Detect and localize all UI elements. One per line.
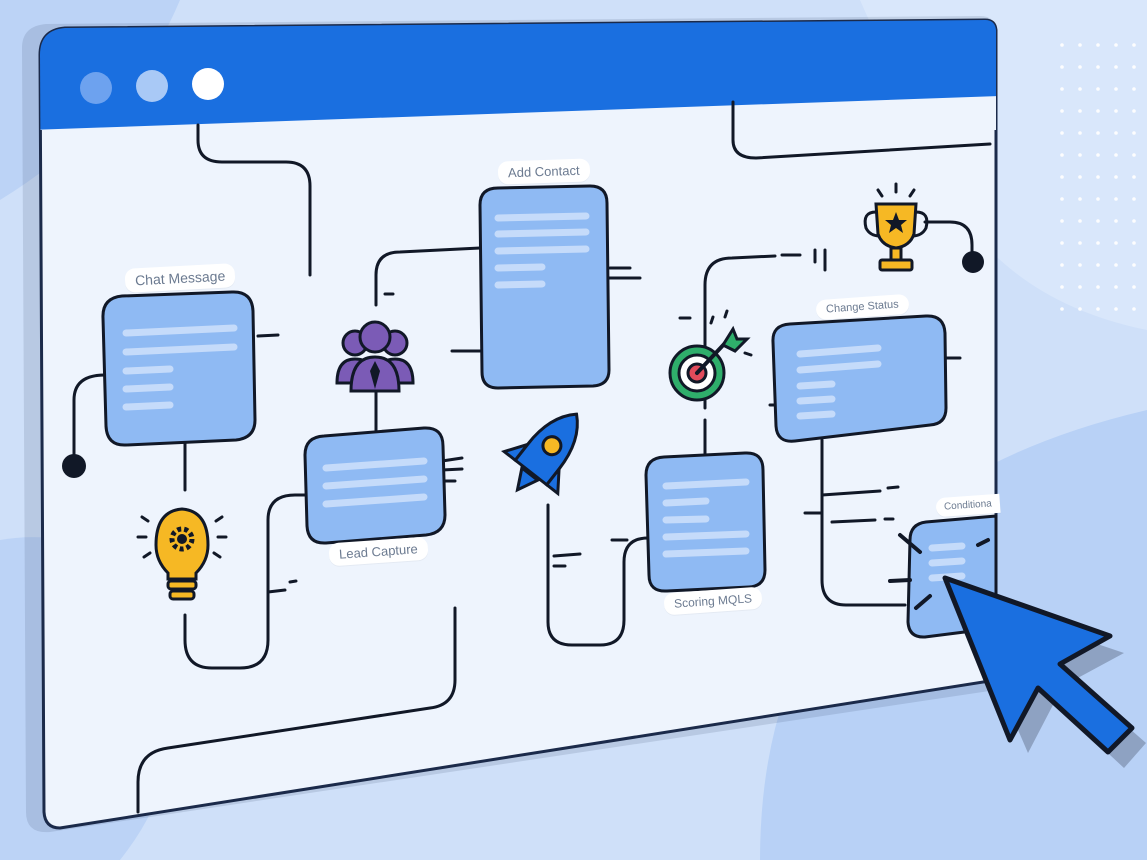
- team-icon: [335, 320, 415, 393]
- node-scoring-mqls[interactable]: [644, 451, 767, 593]
- window-dot-2[interactable]: [136, 70, 168, 102]
- connector-endpoint: [962, 251, 984, 273]
- window-dot-1[interactable]: [80, 72, 112, 104]
- trophy-icon: [863, 182, 929, 272]
- node-lead-capture[interactable]: [303, 426, 447, 545]
- rocket-icon: [501, 412, 579, 497]
- node-change-status[interactable]: [771, 314, 948, 443]
- browser-window: [22, 16, 998, 833]
- cursor-icon: [942, 575, 1146, 768]
- connectors: [72, 100, 992, 814]
- connector-endpoint: [62, 454, 86, 478]
- node-add-contact[interactable]: [478, 184, 611, 390]
- node-label-add-contact: Add Contact: [497, 158, 590, 185]
- lightbulb-gear-icon: [136, 507, 228, 601]
- window-dot-3[interactable]: [192, 68, 224, 100]
- dot-grid: [1060, 43, 1136, 311]
- target-icon: [668, 309, 753, 402]
- node-chat-message[interactable]: [101, 290, 257, 447]
